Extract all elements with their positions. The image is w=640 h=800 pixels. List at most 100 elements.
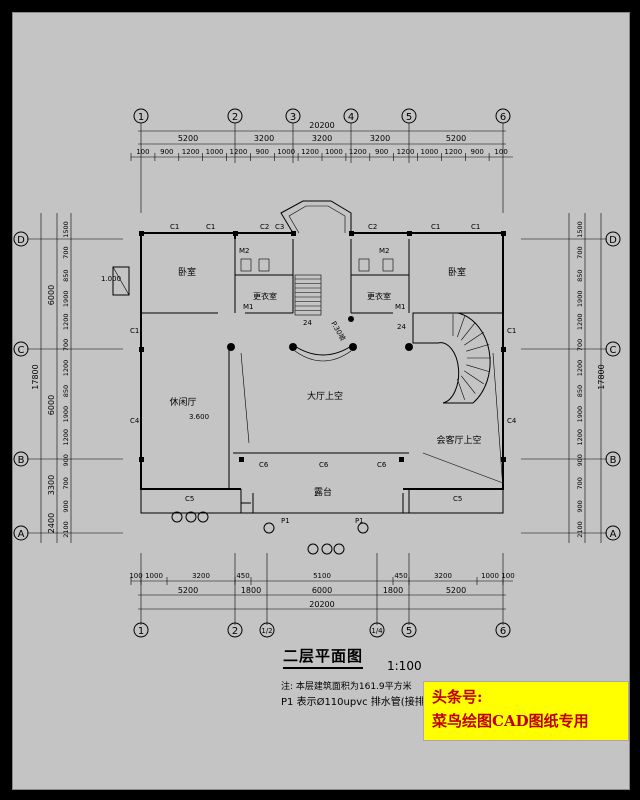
dim-bottom-span-4: 1800 (383, 586, 403, 595)
dim-bottom-detail-value: 450 (394, 572, 407, 580)
stair-tread (457, 378, 465, 400)
label-c1-b: C1 (206, 223, 215, 231)
label-c1-a: C1 (170, 223, 179, 231)
dim-top-span-3: 3200 (312, 134, 332, 143)
dim-top-detail-value: 900 (471, 148, 484, 156)
axis-bubbles-bottom: 1 2 1/2 1/4 5 6 (133, 622, 511, 638)
dim-side-detail-value: 700 (62, 477, 70, 489)
label-c2-b: C2 (368, 223, 377, 231)
dim-side-detail-value: 700 (576, 477, 584, 489)
label-c4-a: C4 (130, 417, 140, 425)
dim-side-detail-value: 850 (62, 385, 70, 397)
label-c2-a: C2 (260, 223, 269, 231)
dim-side-detail-value: 850 (576, 269, 584, 281)
stair-right-spiral (452, 314, 491, 400)
dim-side-detail-value: 2100 (62, 521, 70, 538)
dim-top-detail-value: 1200 (301, 148, 319, 156)
room-hall-void: 大厅上空 (307, 390, 343, 402)
dim-top-detail-value: 1000 (420, 148, 438, 156)
building-walls (112, 200, 506, 555)
dim-top-span-5: 5200 (446, 134, 466, 143)
dim-side-detail-value: 1200 (62, 429, 70, 446)
label-m2-a: M2 (239, 247, 250, 255)
stair-left (295, 278, 321, 311)
drawing-scale: 1:100 (387, 659, 422, 673)
dim-bottom-total: 20200 (309, 600, 334, 609)
label-c5-b: C5 (453, 495, 462, 503)
label-elev-1000: 1.000 (101, 275, 121, 283)
label-c6-c: C6 (377, 461, 387, 469)
dim-top-total: 20200 (309, 121, 334, 130)
dim-side-detail-value: 1900 (62, 406, 70, 423)
dim-bottom-detail-value: 100 (501, 572, 514, 580)
dim-top-detail-value: 1200 (397, 148, 415, 156)
stair-tread (460, 375, 476, 394)
dim-side-detail-value: 1200 (576, 314, 584, 331)
dim-side-detail-value: 1200 (62, 314, 70, 331)
axis-top-2: 2 (232, 112, 238, 123)
axis-bubbles-right: D C B A (605, 231, 621, 541)
dim-bottom-detail-value: 1000 (481, 572, 499, 580)
room-bedroom-right: 卧室 (448, 266, 466, 278)
label-p1-a: P1 (281, 517, 290, 525)
dim-side-detail-value: 1500 (62, 221, 70, 238)
dim-top-detail-value: 1000 (277, 148, 295, 156)
axis-bubbles-left: D C B A (13, 231, 29, 541)
dim-top-detail-value: 1200 (229, 148, 247, 156)
label-elev-3600: 3.600 (189, 413, 209, 421)
label-m2-b: M2 (379, 247, 390, 255)
dim-top-detail-value: 1000 (325, 148, 343, 156)
stair-tread (460, 322, 476, 341)
axis-right-D: D (609, 235, 617, 246)
axis-left-C: C (18, 345, 25, 356)
label-c1-e: C1 (130, 327, 139, 335)
dim-top-detail-value: 1200 (349, 148, 367, 156)
room-bedroom-left: 卧室 (178, 266, 196, 278)
dim-left-span-1: 6000 (47, 285, 56, 305)
room-closet-right: 更衣室 (367, 291, 391, 301)
label-c6-a: C6 (259, 461, 269, 469)
dim-top-detail-value: 1200 (444, 148, 462, 156)
stair-tread (466, 364, 490, 372)
axis-right-A: A (610, 529, 617, 540)
dim-top-span-1: 5200 (178, 134, 198, 143)
axis-bottom-5: 5 (406, 626, 412, 637)
dim-bottom-detail-value: 1000 (145, 572, 163, 580)
axis-bottom-1-2: 1/2 (261, 627, 272, 635)
dim-side-detail-value: 1500 (576, 221, 584, 238)
room-guest-hall-void: 会客厅上空 (436, 434, 481, 446)
axis-top-3: 3 (290, 112, 296, 123)
dim-side-detail-value: 1900 (576, 406, 584, 423)
dim-bottom-span-5: 5200 (446, 586, 466, 595)
axis-top-5: 5 (406, 112, 412, 123)
dim-left-span-4: 2400 (47, 513, 56, 533)
dim-side-detail-value: 1200 (62, 360, 70, 377)
dimensions-left: 17800 6000 6000 3300 2400 15007008501900… (27, 213, 123, 543)
dim-side-detail-value: 700 (62, 246, 70, 258)
label-c5-a: C5 (185, 495, 194, 503)
dim-side-detail-value: 850 (576, 385, 584, 397)
axis-left-A: A (18, 529, 25, 540)
axis-top-4: 4 (348, 112, 354, 123)
dim-left-total: 17800 (31, 364, 40, 389)
dim-top-span-2: 3200 (254, 134, 274, 143)
axis-bottom-6: 6 (500, 626, 506, 637)
drawing-title-block: 二层平面图 1:100 (283, 645, 483, 673)
dim-side-detail-value: 850 (62, 269, 70, 281)
room-leisure-hall: 休闲厅 (169, 396, 196, 408)
pipe-note: P1 表示Ø110upvc 排水管(接排水沟), 大样#2 * (281, 697, 498, 708)
dim-top-detail-value: 1000 (206, 148, 224, 156)
drawing-title: 二层平面图 (283, 645, 364, 669)
dim-side-detail-value: 700 (62, 339, 70, 351)
dim-right-total: 17800 (597, 364, 606, 389)
axis-bottom-2: 2 (232, 626, 238, 637)
dim-side-detail-value: 1200 (576, 429, 584, 446)
dim-top-detail-value: 900 (375, 148, 388, 156)
label-stair-24-b: 24 (397, 323, 406, 331)
dim-bottom-detail-value: 3200 (434, 572, 452, 580)
dim-bottom-span-3: 6000 (312, 586, 332, 595)
stair-tread (457, 316, 465, 338)
area-note: 注: 本层建筑面积为161.9平方米 (281, 682, 412, 692)
